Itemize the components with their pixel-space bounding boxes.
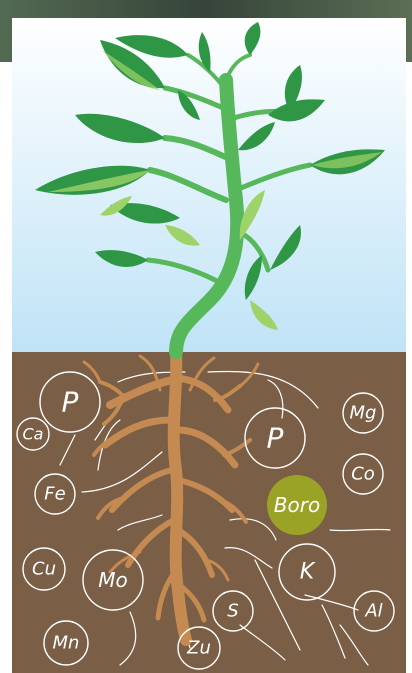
nutrient-label: Mo [98, 568, 128, 592]
nutrient-label: K [300, 560, 316, 585]
nutrient-label: Mg [350, 403, 377, 424]
nutrient-label: Ca [23, 425, 44, 444]
nutrient-label: Boro [274, 493, 320, 517]
nutrient-label: P [267, 422, 284, 455]
nutrient-label: Cu [32, 559, 56, 580]
nutrient-label: S [227, 601, 238, 622]
nutrient-label: Zu [186, 638, 211, 659]
nutrient-label: Mn [53, 633, 80, 654]
nutrient-label: Fe [44, 484, 65, 505]
nutrient-label: P [62, 386, 79, 419]
nutrient-label: Al [364, 601, 382, 622]
nutrient-label: Co [351, 464, 375, 485]
nutrient-boro: Boro [267, 475, 327, 535]
